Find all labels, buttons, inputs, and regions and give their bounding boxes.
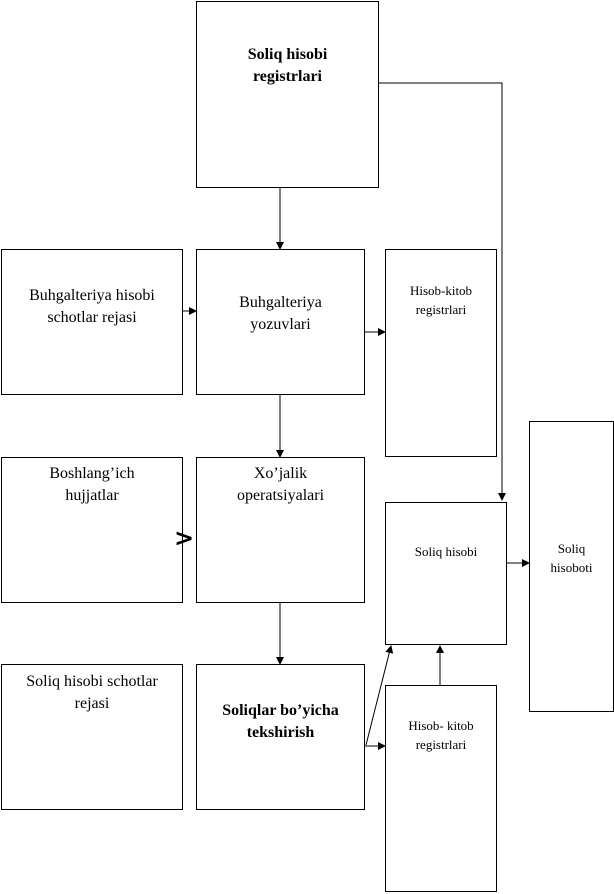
box-soliq-hisobi: Soliq hisobi	[385, 502, 507, 645]
box-hisob-kitob-registrlari-bottom: Hisob- kitob registrlari	[385, 685, 497, 892]
label-soliq-hisobi-registrlari: Soliq hisobi registrlari	[247, 46, 328, 85]
label-hisob-kitob-registrlari-top: Hisob-kitob registrlari	[409, 283, 473, 317]
box-boshlangich-hujjatlar: Boshlang’ich hujjatlar >	[1, 457, 194, 603]
label-buhgalteriya-schotlar-rejasi: Buhgalteriya hisobi schotlar rejasi	[29, 287, 155, 326]
label-buhgalteriya-yozuvlari: Buhgalteriya yozuvlari	[239, 294, 322, 333]
label-soliqlar-boyicha-tekshirish: Soliqlar bo’yicha tekshirish	[222, 702, 339, 741]
label-soliq-hisoboti: Soliq hisoboti	[550, 541, 593, 575]
box-xojalik-operatsiyalari: Xo’jalik operatsiyalari	[196, 457, 365, 603]
box-soliq-hisobi-registrlari: Soliq hisobi registrlari	[196, 1, 379, 188]
box-soliq-hisoboti: Soliq hisoboti	[529, 421, 614, 712]
box-soliqlar-boyicha-tekshirish: Soliqlar bo’yicha tekshirish	[196, 664, 365, 810]
label-hisob-kitob-registrlari-bottom: Hisob- kitob registrlari	[408, 718, 474, 752]
box-buhgalteriya-yozuvlari: Buhgalteriya yozuvlari	[196, 249, 365, 395]
arrow-tekshirish-to-soliq-hisobi	[365, 645, 394, 746]
box-soliq-hisobi-schotlar-rejasi: Soliq hisobi schotlar rejasi	[1, 664, 183, 810]
label-soliq-hisobi: Soliq hisobi	[414, 544, 478, 559]
box-buhgalteriya-schotlar-rejasi: Buhgalteriya hisobi schotlar rejasi	[1, 249, 183, 395]
label-boshlangich-hujjatlar: Boshlang’ich hujjatlar	[49, 465, 135, 504]
label-soliq-hisobi-schotlar-rejasi: Soliq hisobi schotlar rejasi	[26, 673, 158, 712]
arrow-registers-to-soliq-hisobi	[379, 82, 506, 501]
chevron-right-icon: >	[174, 524, 195, 552]
label-xojalik-operatsiyalari: Xo’jalik operatsiyalari	[236, 465, 325, 504]
box-hisob-kitob-registrlari-top: Hisob-kitob registrlari	[385, 249, 497, 457]
